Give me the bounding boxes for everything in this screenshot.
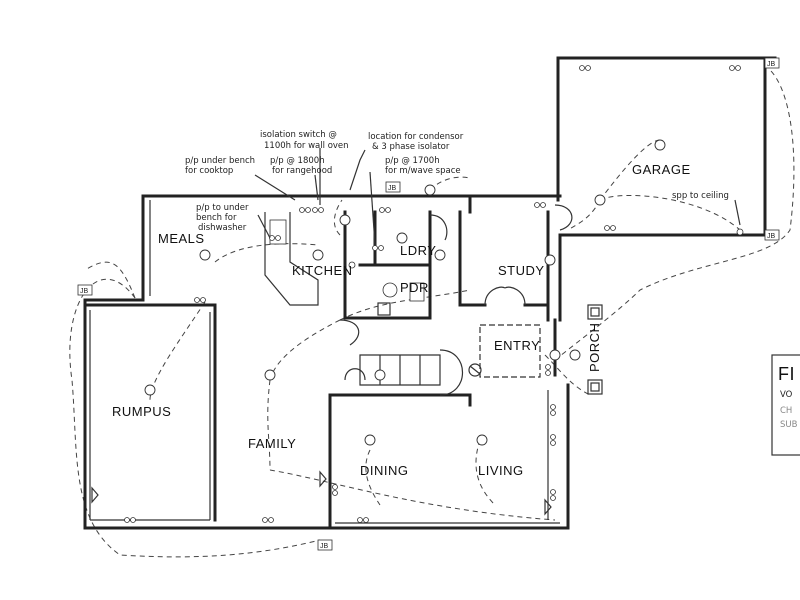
note-dishwasher: p/p to under [196, 203, 249, 213]
room-label-rumpus: RUMPUS [112, 404, 171, 419]
light-fixture [264, 369, 276, 381]
junction-box: JB [764, 229, 780, 241]
wiring-runs [69, 69, 795, 558]
details [89, 200, 603, 524]
annotations: isolation switch @ 1100h for wall oven l… [185, 130, 729, 233]
svg-text:JB: JB [80, 288, 89, 295]
title-block: FI VO CH SUB [771, 354, 800, 456]
note-condensor-2: & 3 phase isolator [372, 142, 450, 152]
note-mwave: p/p @ 1700h [385, 156, 440, 166]
room-labels: MEALS KITCHEN LDRY PDR STUDY GARAGE ENTR… [112, 162, 691, 478]
svg-text:JB: JB [767, 233, 776, 240]
note-mwave-2: for m/wave space [385, 166, 461, 176]
note-dishwasher-2: bench for [196, 213, 237, 223]
light-fixture [339, 214, 351, 226]
note-dishwasher-3: dishwasher [198, 223, 247, 233]
note-condensor: location for condensor [368, 132, 464, 142]
light-fixture [396, 232, 408, 244]
note-cooktop: p/p under bench [185, 156, 255, 166]
note-leaders [254, 148, 741, 246]
room-label-pdr: PDR [400, 280, 429, 295]
light-fixture [434, 249, 446, 261]
title-block-line4: SUB [780, 420, 798, 430]
room-label-porch: PORCH [587, 323, 602, 372]
note-rangehood: p/p @ 1800h [270, 156, 325, 166]
light-fixture [374, 369, 386, 381]
title-block-line2: VO [780, 390, 793, 400]
note-cooktop-2: for cooktop [185, 166, 233, 176]
light-fixture [199, 249, 211, 261]
light-fixture [549, 349, 561, 361]
note-isolation-switch-2: 1100h for wall oven [264, 141, 349, 151]
light-fixture [594, 194, 606, 206]
room-label-meals: MEALS [158, 231, 205, 246]
room-label-garage: GARAGE [632, 162, 691, 177]
svg-text:JB: JB [320, 543, 329, 550]
light-fixture [312, 249, 324, 261]
note-rangehood-2: for rangehood [272, 166, 332, 176]
light-fixture [569, 349, 581, 361]
light-fixture [364, 434, 376, 446]
junction-box: JB [77, 284, 93, 296]
light-fixture [424, 184, 436, 196]
room-label-ldry: LDRY [400, 243, 436, 258]
outlet-markers [91, 470, 552, 516]
svg-text:JB: JB [767, 61, 776, 68]
light-fixture [654, 139, 666, 151]
junction-box: JB [764, 57, 780, 69]
title-block-line1: FI [778, 364, 795, 384]
power-points [124, 65, 744, 523]
room-label-family: FAMILY [248, 436, 296, 451]
junction-boxes: JB JB JB JB JB [77, 57, 780, 551]
room-label-kitchen: KITCHEN [292, 263, 353, 278]
walls [83, 56, 777, 530]
room-label-living: LIVING [478, 463, 524, 478]
junction-box: JB [385, 181, 401, 193]
light-fixture [144, 384, 156, 396]
room-label-study: STUDY [498, 263, 545, 278]
note-spp-ceiling: spp to ceiling [672, 191, 729, 201]
light-fixtures [144, 139, 666, 446]
title-block-line3: CH [780, 406, 792, 416]
light-fixture [476, 434, 488, 446]
svg-text:JB: JB [388, 185, 397, 192]
light-fixture [544, 254, 556, 266]
junction-box: JB [317, 539, 333, 551]
room-label-dining: DINING [360, 463, 409, 478]
note-isolation-switch: isolation switch @ [260, 130, 337, 140]
room-label-entry: ENTRY [494, 338, 540, 353]
